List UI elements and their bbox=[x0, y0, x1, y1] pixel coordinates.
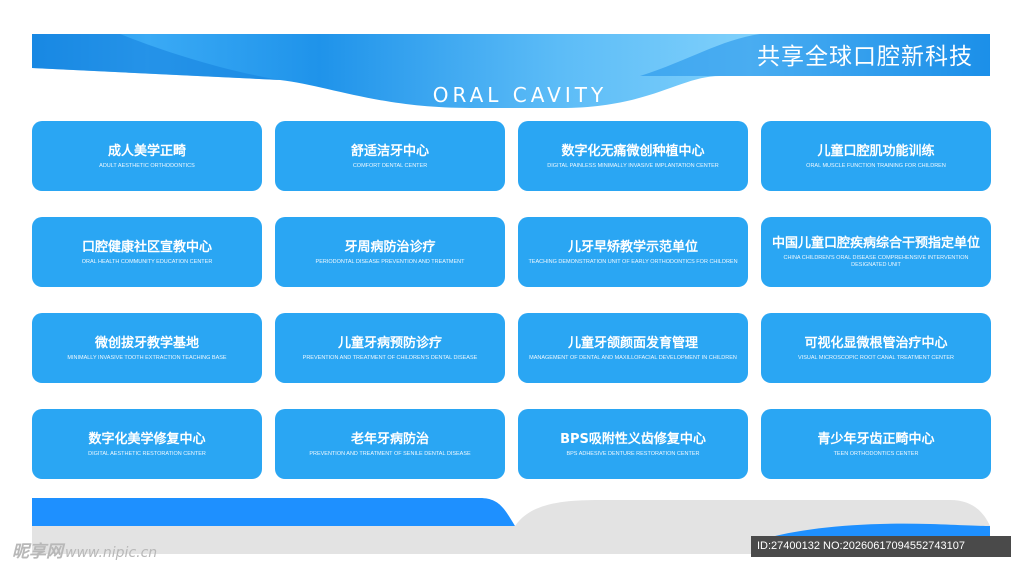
card-subtitle: VISUAL MICROSCOPIC ROOT CANAL TREATMENT … bbox=[798, 354, 954, 361]
card-subtitle: DIGITAL PAINLESS MINIMALLY INVASIVE IMPL… bbox=[547, 162, 719, 169]
card-subtitle: MANAGEMENT OF DENTAL AND MAXILLOFACIAL D… bbox=[529, 354, 737, 361]
service-card[interactable]: 儿童牙颌颜面发育管理 MANAGEMENT OF DENTAL AND MAXIL… bbox=[518, 313, 748, 383]
card-title: 青少年牙齿正畸中心 bbox=[817, 431, 935, 447]
service-card[interactable]: 中国儿童口腔疾病综合干预指定单位 CHINA CHILDREN'S ORAL DI… bbox=[761, 217, 991, 287]
service-card[interactable]: 舒适洁牙中心 COMFORT DENTAL CENTER bbox=[275, 121, 505, 191]
watermark-id: ID:27400132 NO:20260617094552743107 bbox=[751, 536, 1011, 557]
card-subtitle: ORAL HEALTH COMMUNITY EDUCATION CENTER bbox=[81, 258, 213, 265]
watermark-url: www.nipic.cn bbox=[65, 545, 158, 561]
service-card[interactable]: 数字化无痛微创种植中心 DIGITAL PAINLESS MINIMALLY IN… bbox=[518, 121, 748, 191]
card-subtitle: PREVENTION AND TREATMENT OF CHILDREN'S D… bbox=[302, 354, 478, 361]
card-subtitle: CHINA CHILDREN'S ORAL DISEASE COMPREHENS… bbox=[783, 255, 969, 268]
card-title: 微创拔牙教学基地 bbox=[94, 335, 199, 351]
service-card[interactable]: 牙周病防治诊疗 PERIODONTAL DISEASE PREVENTION AN… bbox=[275, 217, 505, 287]
service-card[interactable]: 可视化显微根管治疗中心 VISUAL MICROSCOPIC ROOT CANAL… bbox=[761, 313, 991, 383]
card-title: 口腔健康社区宣教中心 bbox=[81, 239, 212, 255]
card-title: 可视化显微根管治疗中心 bbox=[804, 335, 948, 351]
service-card[interactable]: 儿童口腔肌功能训练 ORAL MUSCLE FUNCTION TRAINING F… bbox=[761, 121, 991, 191]
card-subtitle: PERIODONTAL DISEASE PREVENTION AND TREAT… bbox=[315, 258, 465, 265]
card-subtitle: TEEN ORTHODONTICS CENTER bbox=[833, 450, 919, 457]
service-card[interactable]: 成人美学正畸 ADULT AESTHETIC ORTHODONTICS bbox=[32, 121, 262, 191]
card-title: BPS吸附性义齿修复中心 bbox=[560, 431, 706, 447]
card-title: 儿童牙颌颜面发育管理 bbox=[567, 335, 698, 351]
card-title: 中国儿童口腔疾病综合干预指定单位 bbox=[771, 236, 980, 251]
card-subtitle: COMFORT DENTAL CENTER bbox=[352, 162, 428, 169]
service-card[interactable]: 儿童牙病预防诊疗 PREVENTION AND TREATMENT OF CHIL… bbox=[275, 313, 505, 383]
service-grid: 成人美学正畸 ADULT AESTHETIC ORTHODONTICS 舒适洁牙中… bbox=[32, 121, 992, 479]
card-title: 牙周病防治诊疗 bbox=[344, 239, 436, 255]
card-subtitle: ORAL MUSCLE FUNCTION TRAINING FOR CHILDR… bbox=[806, 162, 946, 169]
service-card[interactable]: 数字化美学修复中心 DIGITAL AESTHETIC RESTORATION C… bbox=[32, 409, 262, 479]
service-card[interactable]: 微创拔牙教学基地 MINIMALLY INVASIVE TOOTH EXTRACT… bbox=[32, 313, 262, 383]
watermark-brand-text: 昵享网 bbox=[12, 542, 63, 562]
card-title: 儿牙早矫教学示范单位 bbox=[567, 239, 698, 255]
card-subtitle: TEACHING DEMONSTRATION UNIT OF EARLY ORT… bbox=[528, 258, 738, 265]
card-subtitle: ADULT AESTHETIC ORTHODONTICS bbox=[99, 162, 195, 169]
card-title: 数字化无痛微创种植中心 bbox=[561, 143, 705, 159]
card-subtitle: PREVENTION AND TREATMENT OF SENILE DENTA… bbox=[309, 450, 471, 457]
service-card[interactable]: 口腔健康社区宣教中心 ORAL HEALTH COMMUNITY EDUCATIO… bbox=[32, 217, 262, 287]
card-title: 成人美学正畸 bbox=[107, 143, 186, 159]
service-card[interactable]: BPS吸附性义齿修复中心 BPS ADHESIVE DENTURE RESTORA… bbox=[518, 409, 748, 479]
service-card[interactable]: 儿牙早矫教学示范单位 TEACHING DEMONSTRATION UNIT OF… bbox=[518, 217, 748, 287]
card-title: 儿童牙病预防诊疗 bbox=[337, 335, 442, 351]
header-wave-banner bbox=[32, 34, 990, 108]
page-subtitle: ORAL CAVITY bbox=[432, 83, 608, 107]
card-subtitle: DIGITAL AESTHETIC RESTORATION CENTER bbox=[88, 450, 206, 457]
card-title: 老年牙病防治 bbox=[350, 431, 429, 447]
page-title: 共享全球口腔新科技 bbox=[757, 44, 973, 70]
service-card[interactable]: 老年牙病防治 PREVENTION AND TREATMENT OF SENILE… bbox=[275, 409, 505, 479]
card-title: 舒适洁牙中心 bbox=[350, 143, 429, 159]
card-subtitle: BPS ADHESIVE DENTURE RESTORATION CENTER bbox=[566, 450, 700, 457]
service-card[interactable]: 青少年牙齿正畸中心 TEEN ORTHODONTICS CENTER bbox=[761, 409, 991, 479]
card-title: 数字化美学修复中心 bbox=[88, 431, 206, 447]
card-subtitle: MINIMALLY INVASIVE TOOTH EXTRACTION TEAC… bbox=[67, 354, 227, 361]
card-title: 儿童口腔肌功能训练 bbox=[817, 143, 935, 159]
